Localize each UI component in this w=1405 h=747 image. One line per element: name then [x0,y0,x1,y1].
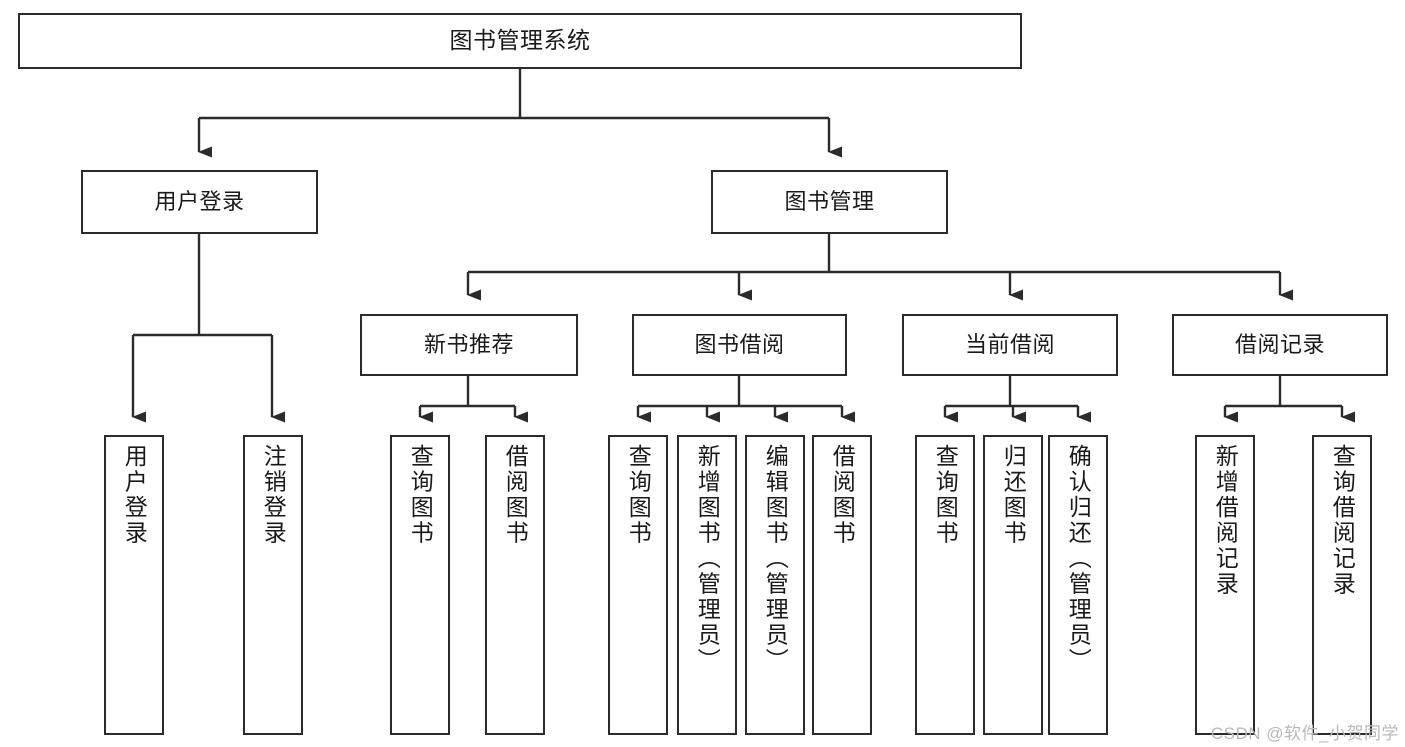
node-current-borrow[interactable]: 当前借阅 [902,314,1118,376]
node-label: 查询借阅记录 [1329,444,1356,597]
node-label: 查询图书 [625,444,652,546]
node-root-system[interactable]: 图书管理系统 [18,13,1022,69]
node-label: 归还图书 [1000,444,1027,546]
node-label: 编辑图书（管理员） [762,444,789,674]
node-label: 查询图书 [932,444,959,546]
node-leaf-add-book-admin[interactable]: 新增图书（管理员） [677,435,737,735]
node-label: 图书借阅 [694,331,785,357]
node-leaf-user-login[interactable]: 用户登录 [104,435,164,735]
node-label: 借阅记录 [1234,331,1325,357]
node-book-borrow[interactable]: 图书借阅 [632,314,847,376]
node-leaf-logout-login[interactable]: 注销登录 [243,435,303,735]
node-label: 确认归还（管理员） [1065,444,1092,674]
node-label: 新书推荐 [423,331,514,357]
node-label: 用户登录 [154,188,245,214]
node-label: 借阅图书 [502,444,529,546]
node-leaf-edit-book-admin[interactable]: 编辑图书（管理员） [745,435,805,735]
node-label: 查询图书 [407,444,434,546]
node-leaf-query-borrow-record[interactable]: 查询借阅记录 [1312,435,1372,735]
node-borrow-record[interactable]: 借阅记录 [1172,314,1388,376]
node-label: 借阅图书 [829,444,856,546]
node-leaf-query-book-3[interactable]: 查询图书 [915,435,975,735]
node-leaf-borrow-book-1[interactable]: 借阅图书 [485,435,545,735]
node-leaf-return-book[interactable]: 归还图书 [983,435,1043,735]
node-label: 图书管理 [784,188,875,214]
node-label: 用户登录 [121,444,148,546]
node-label: 当前借阅 [964,331,1055,357]
node-label: 新增图书（管理员） [694,444,721,674]
node-new-book-recommend[interactable]: 新书推荐 [360,314,578,376]
node-leaf-add-borrow-record[interactable]: 新增借阅记录 [1195,435,1255,735]
node-book-manage[interactable]: 图书管理 [711,170,948,234]
node-leaf-confirm-return-admin[interactable]: 确认归还（管理员） [1048,435,1108,735]
node-label: 新增借阅记录 [1212,444,1239,597]
node-leaf-query-book-2[interactable]: 查询图书 [608,435,668,735]
node-leaf-borrow-book-2[interactable]: 借阅图书 [812,435,872,735]
node-label: 注销登录 [260,444,287,546]
node-user-login[interactable]: 用户登录 [81,170,318,234]
node-leaf-query-book-1[interactable]: 查询图书 [390,435,450,735]
node-label: 图书管理系统 [449,27,591,54]
